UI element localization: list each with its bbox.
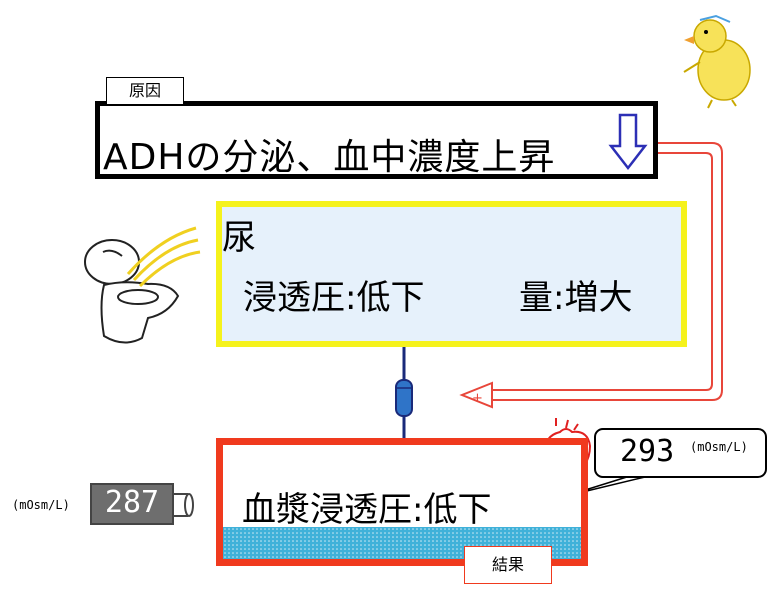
chick-icon [683,14,751,109]
heart-osmolality-unit: (mOsm/L) [690,440,748,454]
toilet-icon [84,226,201,344]
osmometer-value: 287 [104,485,160,520]
urine-box [216,201,687,347]
heart-osmolality-value: 293 [620,434,675,469]
down-arrow-icon [608,113,648,171]
feedback-plus-sign: + [472,391,483,406]
urine-osmolality: 浸透圧:低下 [243,278,425,318]
heart-callout [594,428,767,478]
feedback-arrow [459,142,723,409]
urine-volume: 量:増大 [519,278,633,318]
meter-unit: (mOsm/L) [12,498,70,512]
result-tag: 結果 [464,546,552,584]
result-box [216,438,588,566]
cause-tag: 原因 [106,77,184,105]
meter-nozzle [172,493,194,517]
connector-plus-sign: + [398,455,412,473]
osmometer-display [90,483,174,525]
plasma-osmolality: 血漿浸透圧:低下 [242,490,492,530]
urine-title: 尿 [222,218,256,258]
cause-text: ADHの分泌、血中濃度上昇 [103,137,556,178]
cause-box [95,101,658,179]
